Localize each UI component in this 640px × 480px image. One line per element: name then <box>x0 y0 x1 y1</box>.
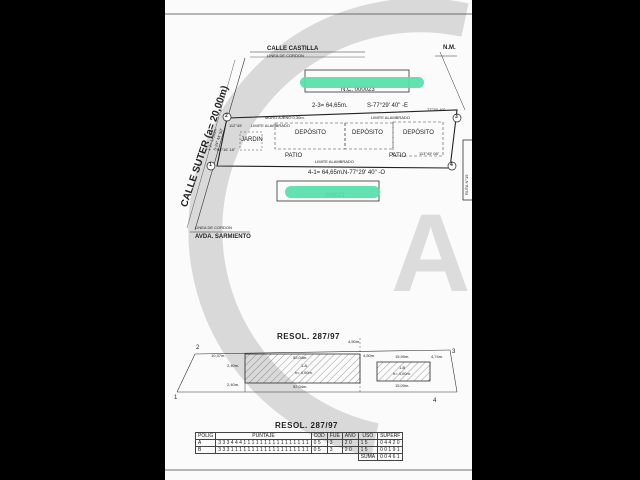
resol-right-bot: 15,00m. <box>395 383 410 388</box>
plan-sheet: A <box>165 0 472 480</box>
col-superf: SUPERF <box>377 432 404 440</box>
deposito-1: DEPÓSITO <box>295 130 326 136</box>
bearing-41: N-77°29' 40" -O <box>343 170 386 176</box>
muro-label: MURO AJENO 0,30m. <box>265 115 305 120</box>
street-top-sub: LINEA DE CORDON <box>267 53 304 58</box>
watermark-letter: A <box>391 192 471 315</box>
zone-a-label: 1-A <box>301 363 308 368</box>
north-label: N.M. <box>443 45 456 51</box>
table-row: B 3 3 3 1 1 1 1 1 1 1 1 1 1 1 1 1 1 1 1 … <box>194 446 404 454</box>
limite-left: LIMITE ALAMBRADO <box>251 123 290 128</box>
col-ano: AÑO <box>341 432 359 440</box>
angle-right: 77°29' 40" <box>427 107 446 112</box>
resol-top-len: 52,04m. <box>293 355 308 360</box>
limite-top: LIMITE ALAMBRADO <box>371 115 410 120</box>
limite-mid: LIMITE ALAMBRADO <box>315 159 354 164</box>
angle-left-b: 68°16' 18" <box>217 147 236 152</box>
street-bottom-label: AVDA. SARMIENTO <box>195 234 251 240</box>
col-polig: POLIG <box>194 432 217 440</box>
street-bottom-sub: LINEA DE CORDON <box>195 225 232 230</box>
suma-label: SUMA <box>357 453 379 461</box>
patio-2: PATIO <box>389 153 407 159</box>
resol-mid-v: 4,50m. <box>348 339 361 344</box>
street-top-label: CALLE CASTILLA <box>267 46 319 52</box>
jardin-label: JARDIN <box>241 137 263 143</box>
dim-23: 2-3= 64,65m. <box>312 103 348 109</box>
col-puntaje: PUNTAJE <box>215 432 312 440</box>
cell: A <box>194 439 217 447</box>
resol-right-w: 4,74m. <box>431 354 444 359</box>
resol-left-w: 10,37m. <box>211 353 226 358</box>
resol-corner-3: 3 <box>452 349 456 355</box>
cell: 0 5 <box>310 446 328 454</box>
resol-right-top: 15,90m. <box>395 354 410 359</box>
col-cod: COD <box>310 432 328 440</box>
redaction-bottom <box>285 186 380 198</box>
redaction-top <box>300 77 424 88</box>
cell: 3 3 3 1 1 1 1 1 1 1 1 1 1 1 1 1 1 1 1 1 … <box>215 446 312 454</box>
col-fue: FUE <box>326 432 343 440</box>
corner-3: 3 <box>455 114 458 120</box>
angle-left: 112°45' <box>229 123 243 128</box>
corner-1: 1 <box>209 162 212 168</box>
table-row: A 3 3 3 4 4 4 1 1 1 1 1 1 1 1 1 1 1 1 1 … <box>194 439 404 447</box>
watermark-arc <box>188 0 469 457</box>
plan-drawing <box>165 0 472 471</box>
patio-1: PATIO <box>285 153 303 159</box>
cell: 3 3 3 4 4 4 1 1 1 1 1 1 1 1 1 1 1 1 1 1 … <box>215 439 312 447</box>
cell: 0 4 4 2 0 <box>377 439 404 447</box>
cell: 2 0 <box>341 439 359 447</box>
resol-corner-1: 1 <box>174 395 178 401</box>
col-uso: USO <box>357 432 379 440</box>
cell: 1 5 <box>357 439 379 447</box>
zone-b <box>376 361 431 382</box>
cell: 0 0 1 9 1 <box>377 446 404 454</box>
zone-b-label: 1-B <box>399 365 406 370</box>
deposito-3: DEPÓSITO <box>403 130 434 136</box>
resol-corner-4: 4 <box>433 398 437 404</box>
zone-a-height: h= 4,00m. <box>295 370 313 375</box>
dim-41: 4-1= 64,65m. <box>308 170 344 176</box>
bearing-23: S-77°29' 40" -E <box>367 103 409 109</box>
table-row-suma: SUMA 0 0 4 6 1 <box>196 453 404 461</box>
cell: 1 5 <box>357 446 379 454</box>
puntaje-table: POLIG PUNTAJE COD FUE AÑO USO SUPERF A 3… <box>194 432 404 461</box>
angle-right-b: 113°45' 08" <box>419 151 440 156</box>
corner-2: 2 <box>225 113 228 119</box>
resol-title-2: RESOL. 287/97 <box>275 421 338 430</box>
zone-b-height: h= 4,00m. <box>393 371 411 376</box>
resol-corner-2: 2 <box>196 345 200 351</box>
right-label: RUTA N°19 <box>464 174 469 195</box>
resol-title-1: RESOL. 287/97 <box>277 332 340 341</box>
cell: 0 5 <box>310 439 328 447</box>
cell: 3 <box>326 446 343 454</box>
suma-value: 0 0 4 6 1 <box>377 453 404 461</box>
nc-top: N.C. 000023 <box>341 87 375 93</box>
resol-left-h2: 2,40m. <box>227 382 240 387</box>
cell: B <box>194 446 217 454</box>
street-line-side <box>194 57 246 231</box>
resol-bot-len: 52,04m. <box>293 384 308 389</box>
resol-left-h1: 2,40m. <box>227 363 240 368</box>
cell: 2 0 <box>341 446 359 454</box>
deposito-2: DEPÓSITO <box>352 130 383 136</box>
resol-right-gap: 4,50m. <box>363 353 376 358</box>
corner-4: 4 <box>450 162 453 168</box>
cell: 3 <box>326 439 343 447</box>
